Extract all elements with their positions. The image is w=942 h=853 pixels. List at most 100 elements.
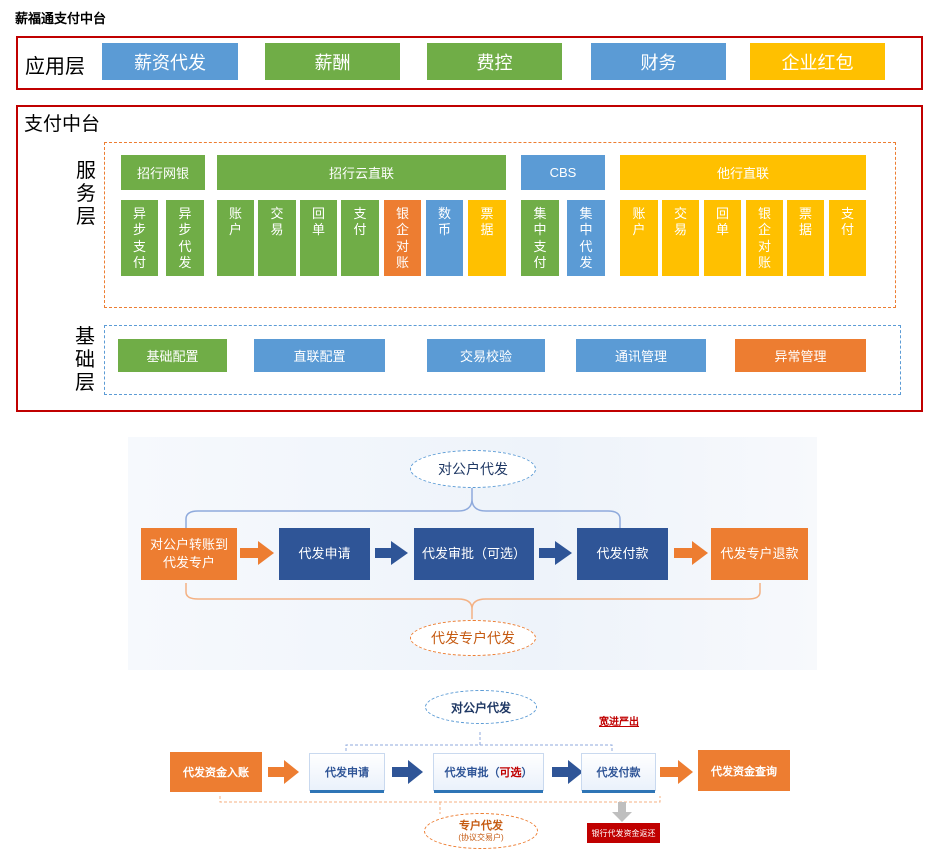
app-expense-button[interactable]: 费控 — [427, 43, 562, 80]
cell-char: 对 — [395, 238, 409, 254]
cell-char: 代 — [579, 238, 593, 254]
header-label: 招行云直联 — [328, 166, 394, 181]
cell-cbs-agent[interactable]: 集中代发 — [567, 200, 605, 276]
flow-box-label: 代发付款 — [596, 546, 649, 562]
flow-box-label: 代发付款 — [596, 767, 641, 779]
base-comm-manage[interactable]: 通讯管理 — [576, 339, 706, 372]
cell-async-pay[interactable]: 异步支付 — [121, 200, 158, 276]
cell-cloud-trade[interactable]: 交易 — [258, 200, 296, 276]
cell-char: 票 — [480, 206, 494, 221]
header-cmb-cloud[interactable]: 招行云直联 — [217, 155, 506, 190]
cell-char: 集 — [533, 206, 547, 221]
arrow-head — [678, 760, 693, 784]
cell-char: 银 — [395, 206, 409, 221]
flow2-pay-box[interactable]: 代发付款 — [577, 528, 668, 580]
bank-note-label: 银行代发资金返还 — [591, 828, 656, 838]
cell-char: 票 — [798, 206, 812, 221]
flow2-bottom-brace — [185, 583, 761, 619]
flow3-start-box[interactable]: 代发资金入账 — [170, 752, 262, 792]
flow3-query-box[interactable]: 代发资金查询 — [698, 750, 790, 791]
header-cmb-online[interactable]: 招行网银 — [121, 155, 205, 190]
app-salary-button[interactable]: 薪酬 — [265, 43, 400, 80]
flow2-arrow-3 — [539, 541, 572, 565]
app-item-label: 薪资代发 — [134, 52, 206, 73]
cell-char: 银 — [757, 206, 771, 221]
app-redpacket-button[interactable]: 企业红包 — [750, 43, 885, 80]
base-item-label: 通讯管理 — [614, 349, 667, 364]
cell-char: 支 — [353, 206, 367, 221]
label-char: 层 — [75, 372, 95, 394]
cell-cloud-recon[interactable]: 银企对账 — [384, 200, 421, 276]
cell-ob-pay[interactable]: 支付 — [829, 200, 866, 276]
cell-cloud-ecny[interactable]: 数币 — [426, 200, 463, 276]
cell-char: 账 — [632, 206, 646, 221]
flow2-refund-box[interactable]: 代发专户退款 — [711, 528, 808, 580]
cell-char: 发 — [178, 254, 192, 270]
flow-box-optional: 可选 — [499, 767, 522, 779]
cell-ob-recon[interactable]: 银企对账 — [746, 200, 783, 276]
cell-ob-account[interactable]: 账户 — [620, 200, 658, 276]
cell-char: 企 — [395, 222, 409, 238]
flow-box-line: 对公户转账到 — [149, 537, 228, 553]
cell-char: 企 — [757, 222, 771, 238]
base-item-label: 交易校验 — [459, 349, 512, 364]
cell-char: 易 — [673, 222, 687, 238]
app-payroll-button[interactable]: 薪资代发 — [102, 43, 238, 80]
cell-char: 代 — [178, 238, 192, 254]
label-char: 务 — [76, 183, 96, 205]
flow2-arrow-4 — [674, 541, 708, 565]
cell-char: 异 — [178, 206, 192, 221]
cell-cloud-account[interactable]: 账户 — [217, 200, 254, 276]
cell-char: 中 — [533, 222, 547, 238]
cell-ob-bill[interactable]: 票据 — [787, 200, 824, 276]
cell-char: 数 — [437, 206, 451, 221]
cell-char: 付 — [353, 222, 367, 238]
flow3-approve-box[interactable]: 代发审批（可选） — [433, 753, 544, 793]
application-layer-label: 应用层 — [25, 56, 85, 78]
flow3-apply-box[interactable]: 代发申请 — [309, 753, 385, 793]
app-finance-button[interactable]: 财务 — [591, 43, 726, 80]
ellipse-label: 对公户代发 — [438, 461, 508, 477]
label-char: 服 — [76, 160, 96, 182]
flow-box-line: 代发专户 — [162, 555, 215, 570]
cell-cbs-pay[interactable]: 集中支付 — [521, 200, 559, 276]
flow3-arrow-2 — [392, 760, 423, 784]
cell-char: 支 — [840, 206, 854, 221]
cell-char: 交 — [270, 206, 284, 221]
header-label: CBS — [549, 165, 577, 180]
base-trade-check[interactable]: 交易校验 — [427, 339, 545, 372]
ellipse-sublabel: (协议交易户) — [458, 832, 504, 842]
cell-cloud-receipt[interactable]: 回单 — [300, 200, 337, 276]
cell-cloud-bill[interactable]: 票据 — [468, 200, 506, 276]
cell-ob-trade[interactable]: 交易 — [662, 200, 699, 276]
base-direct-config[interactable]: 直联配置 — [254, 339, 385, 372]
payment-platform-frame — [16, 105, 923, 412]
cell-char: 发 — [579, 254, 593, 270]
flow2-approve-box[interactable]: 代发审批（可选） — [414, 528, 534, 580]
flow3-connectors — [219, 732, 678, 822]
flow3-arrow-4-head — [660, 760, 693, 784]
base-basic-config[interactable]: 基础配置 — [118, 339, 227, 372]
cell-cloud-pay[interactable]: 支付 — [341, 200, 379, 276]
header-other-bank[interactable]: 他行直联 — [620, 155, 866, 190]
header-cbs[interactable]: CBS — [521, 155, 605, 190]
flow3-pay-box[interactable]: 代发付款 — [581, 753, 656, 793]
cell-char: 户 — [228, 222, 242, 238]
flow3-red-note: 宽进严出 — [599, 717, 639, 728]
flow2-top-ellipse: 对公户代发 — [410, 450, 536, 488]
cell-char: 付 — [840, 222, 854, 238]
flow3-down-arrow — [612, 802, 632, 822]
page-title: 薪福通支付中台 — [15, 11, 107, 26]
flow3-bottom-ellipse: 专户代发 (协议交易户) — [424, 813, 538, 849]
cell-char: 对 — [757, 238, 771, 254]
cell-ob-receipt[interactable]: 回单 — [704, 200, 741, 276]
cell-char: 步 — [132, 222, 146, 238]
cell-char: 易 — [270, 222, 284, 238]
flow2-start-box[interactable]: 对公户转账到 代发专户 — [141, 528, 237, 580]
flow2-arrow-1 — [240, 541, 274, 565]
flow2-apply-box[interactable]: 代发申请 — [279, 528, 370, 580]
flow-box-label: 代发资金入账 — [183, 767, 249, 779]
flow3-top-brace — [345, 744, 613, 756]
base-exception-manage[interactable]: 异常管理 — [735, 339, 866, 372]
cell-async-agent[interactable]: 异步代发 — [166, 200, 204, 276]
